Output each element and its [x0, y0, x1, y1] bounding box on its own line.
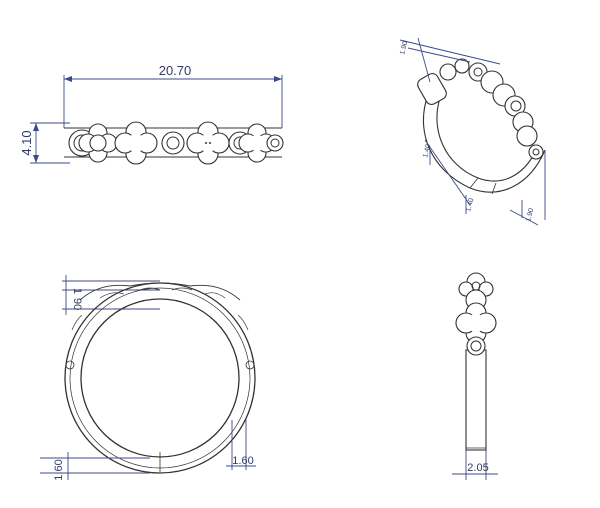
side-profile-view: 2.05: [452, 272, 498, 480]
ring-outer: [64, 282, 256, 474]
iso-dim-d: 1.90: [525, 207, 535, 222]
isometric-view: 1.90 1.40 1.40 1.90: [399, 37, 546, 226]
side-top-dim-a: 1: [71, 288, 83, 294]
front-bezel-4: [266, 134, 284, 152]
side-right-dim: 1.60: [232, 455, 253, 467]
side-top-dim-b: 90: [71, 298, 83, 310]
isometric-beads: [417, 58, 544, 160]
front-height-dimension: 4.10: [19, 130, 34, 155]
front-clover-3: [186, 121, 230, 165]
iso-dim-b: 1.40: [422, 143, 432, 158]
side-bottom-dim: 1.60: [53, 459, 65, 480]
front-bezel-2: [161, 131, 185, 155]
profile-bottom-bezel: [466, 336, 486, 356]
iso-dim-c: 1.40: [465, 197, 475, 212]
ring-inner: [80, 298, 240, 458]
iso-dim-a: 1.90: [399, 40, 409, 55]
front-clover-1: [78, 123, 118, 163]
front-view: 20.70 4.10: [19, 63, 284, 165]
side-ring-view: 1 90 1.60 1.60: [40, 275, 256, 481]
front-clover-2: [114, 121, 158, 165]
front-width-dimension: 20.70: [159, 63, 192, 78]
profile-width-dim: 2.05: [467, 462, 488, 474]
